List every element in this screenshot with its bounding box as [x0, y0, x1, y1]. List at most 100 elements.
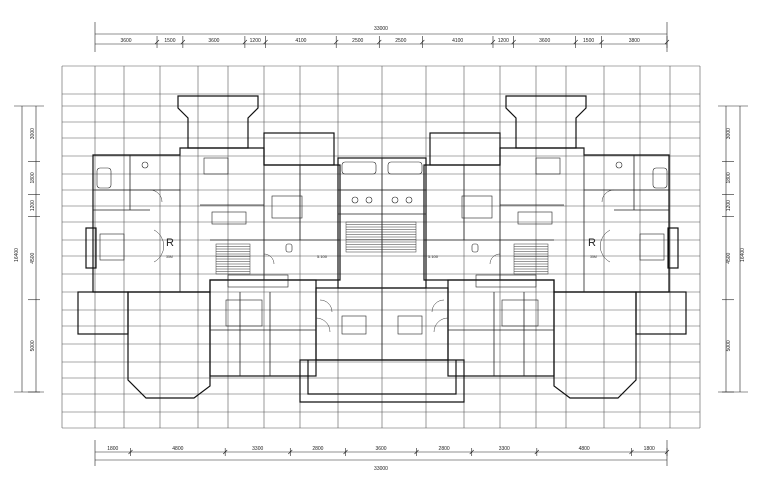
bathtub-center-right [387, 161, 423, 175]
fixture-row-right [475, 274, 537, 288]
toilet-left-1 [285, 243, 293, 253]
bottom-bay-left [127, 291, 211, 399]
sink-right [615, 161, 623, 169]
top-dimension-tick-mark [573, 39, 578, 45]
furniture-center-right [397, 315, 423, 335]
top-dimension-ticks [154, 36, 670, 48]
fixtures [96, 157, 668, 335]
bottom-dimension-tick-mark [414, 449, 419, 455]
top-dimension-label: 3600 [539, 38, 550, 44]
stairs-center [345, 221, 417, 253]
r-note-right: 35M [590, 255, 597, 259]
sink-center-right-1 [391, 196, 399, 204]
top-dimension-label: 4100 [295, 38, 306, 44]
top-dimension-tick-mark [154, 39, 160, 45]
furniture-center-left [341, 315, 367, 335]
sink-center-left-1 [351, 196, 359, 204]
level-label-right: 5.100 [428, 254, 439, 259]
fixture-block-left [211, 211, 247, 225]
left-dimension-label: 4500 [30, 252, 36, 263]
toilet-right-1 [471, 243, 479, 253]
top-dimension-tick-mark [333, 39, 339, 45]
left-balcony [85, 227, 97, 269]
top-dimension-tick-mark [490, 39, 496, 45]
sink-center-right-2 [405, 196, 413, 204]
bottom-dimension-tick-mark [629, 449, 634, 455]
left-dimension-label: 3000 [30, 128, 36, 139]
top-dimension-tick-mark [599, 39, 604, 45]
bottom-dimension-tick-mark [343, 449, 348, 455]
bottom-dimension-label: 1800 [644, 446, 655, 452]
bathtub-right [652, 167, 668, 189]
top-dimension-label: 3600 [208, 38, 219, 44]
top-overall-dimension: 33000 [374, 26, 388, 32]
top-dimension-tick-mark [664, 39, 670, 45]
right-dimension-label: 5000 [726, 340, 732, 351]
top-dimension-label: 1500 [583, 38, 594, 44]
top-dimension-tick-mark [180, 39, 186, 45]
sink-left [141, 161, 149, 169]
top-dimension-label: 1200 [498, 38, 509, 44]
bottom-dimension-tick-mark [222, 449, 228, 455]
right-total-dimension: 16400 [740, 248, 746, 262]
center-bottom-terrace [299, 359, 465, 403]
top-dimension-labels: 3600 1500 3600 1200 4100 2500 2500 4100 1200 3600… [120, 38, 640, 44]
right-dimension-label: 4500 [726, 252, 732, 263]
bottom-dimension-label: 3600 [375, 446, 386, 452]
furniture-right-1 [535, 157, 561, 175]
door-swings [149, 189, 615, 333]
sink-center-left-2 [365, 196, 373, 204]
bottom-overall-dimension: 33000 [374, 466, 388, 472]
bottom-dimension-label: 3300 [252, 446, 263, 452]
center-bottom-terrace-inner [307, 360, 457, 395]
bottom-dimension-labels: 1800 4800 3300 2800 3600 2800 3300 4800 1800 [107, 446, 655, 452]
fixture-block-right [517, 211, 553, 225]
stairs-right [513, 243, 549, 275]
top-dimension-label: 1500 [164, 38, 175, 44]
right-terrace [635, 291, 687, 335]
top-dimension-tick-mark [420, 39, 425, 45]
top-dimension-label: 3800 [629, 38, 640, 44]
bottom-dimension-label: 4800 [579, 446, 590, 452]
bottom-dimension-tick-mark [288, 449, 293, 455]
bottom-dimension-tick-mark [469, 449, 474, 455]
left-dimension-lines [14, 105, 44, 393]
top-dimension-tick-mark [511, 39, 516, 45]
left-dimension-label: 5000 [30, 340, 36, 351]
top-dimension-tick-mark [263, 39, 268, 45]
right-dimension-label: 3000 [726, 128, 732, 139]
level-label-left: 5.100 [317, 254, 328, 259]
fixture-row-left [227, 274, 289, 288]
bottom-dimension-label: 2800 [439, 446, 450, 452]
left-terrace [77, 291, 129, 335]
top-dimension-label: 1200 [250, 38, 261, 44]
bottom-dimension-tick-mark [664, 449, 670, 455]
top-dimension-label: 2500 [395, 38, 406, 44]
top-dimension-label: 2500 [352, 38, 363, 44]
r-marker-right: R [588, 237, 596, 249]
bottom-dimension-label: 1800 [107, 446, 118, 452]
r-note-left: 35M [166, 255, 173, 259]
top-dimension-label: 4100 [452, 38, 463, 44]
bathtub-center-left [341, 161, 377, 175]
interior-partitions [93, 148, 669, 376]
bottom-dimension-label: 3300 [499, 446, 510, 452]
furniture-right-4 [501, 299, 539, 327]
furniture-left-1 [203, 157, 229, 175]
bottom-dimension-label: 2800 [312, 446, 323, 452]
right-dimension-label: 1200 [726, 200, 732, 211]
right-dimension-ticks [722, 161, 734, 393]
bottom-dimension-label: 4800 [172, 446, 183, 452]
bottom-dimension-tick-mark [534, 449, 540, 455]
left-dimension-label: 1800 [30, 172, 36, 183]
furniture-right-3 [461, 195, 493, 219]
left-dimension-label: 1200 [30, 200, 36, 211]
bottom-dimension-ticks [128, 448, 670, 456]
furniture-right-2 [639, 233, 665, 261]
furniture-left-4 [225, 299, 263, 327]
top-dimension-tick-mark [377, 39, 382, 45]
top-dimension-label: 3600 [120, 38, 131, 44]
bottom-dimension-tick-mark [128, 449, 133, 455]
left-dimension-labels: 3000 1800 1200 4500 5000 [30, 128, 36, 352]
